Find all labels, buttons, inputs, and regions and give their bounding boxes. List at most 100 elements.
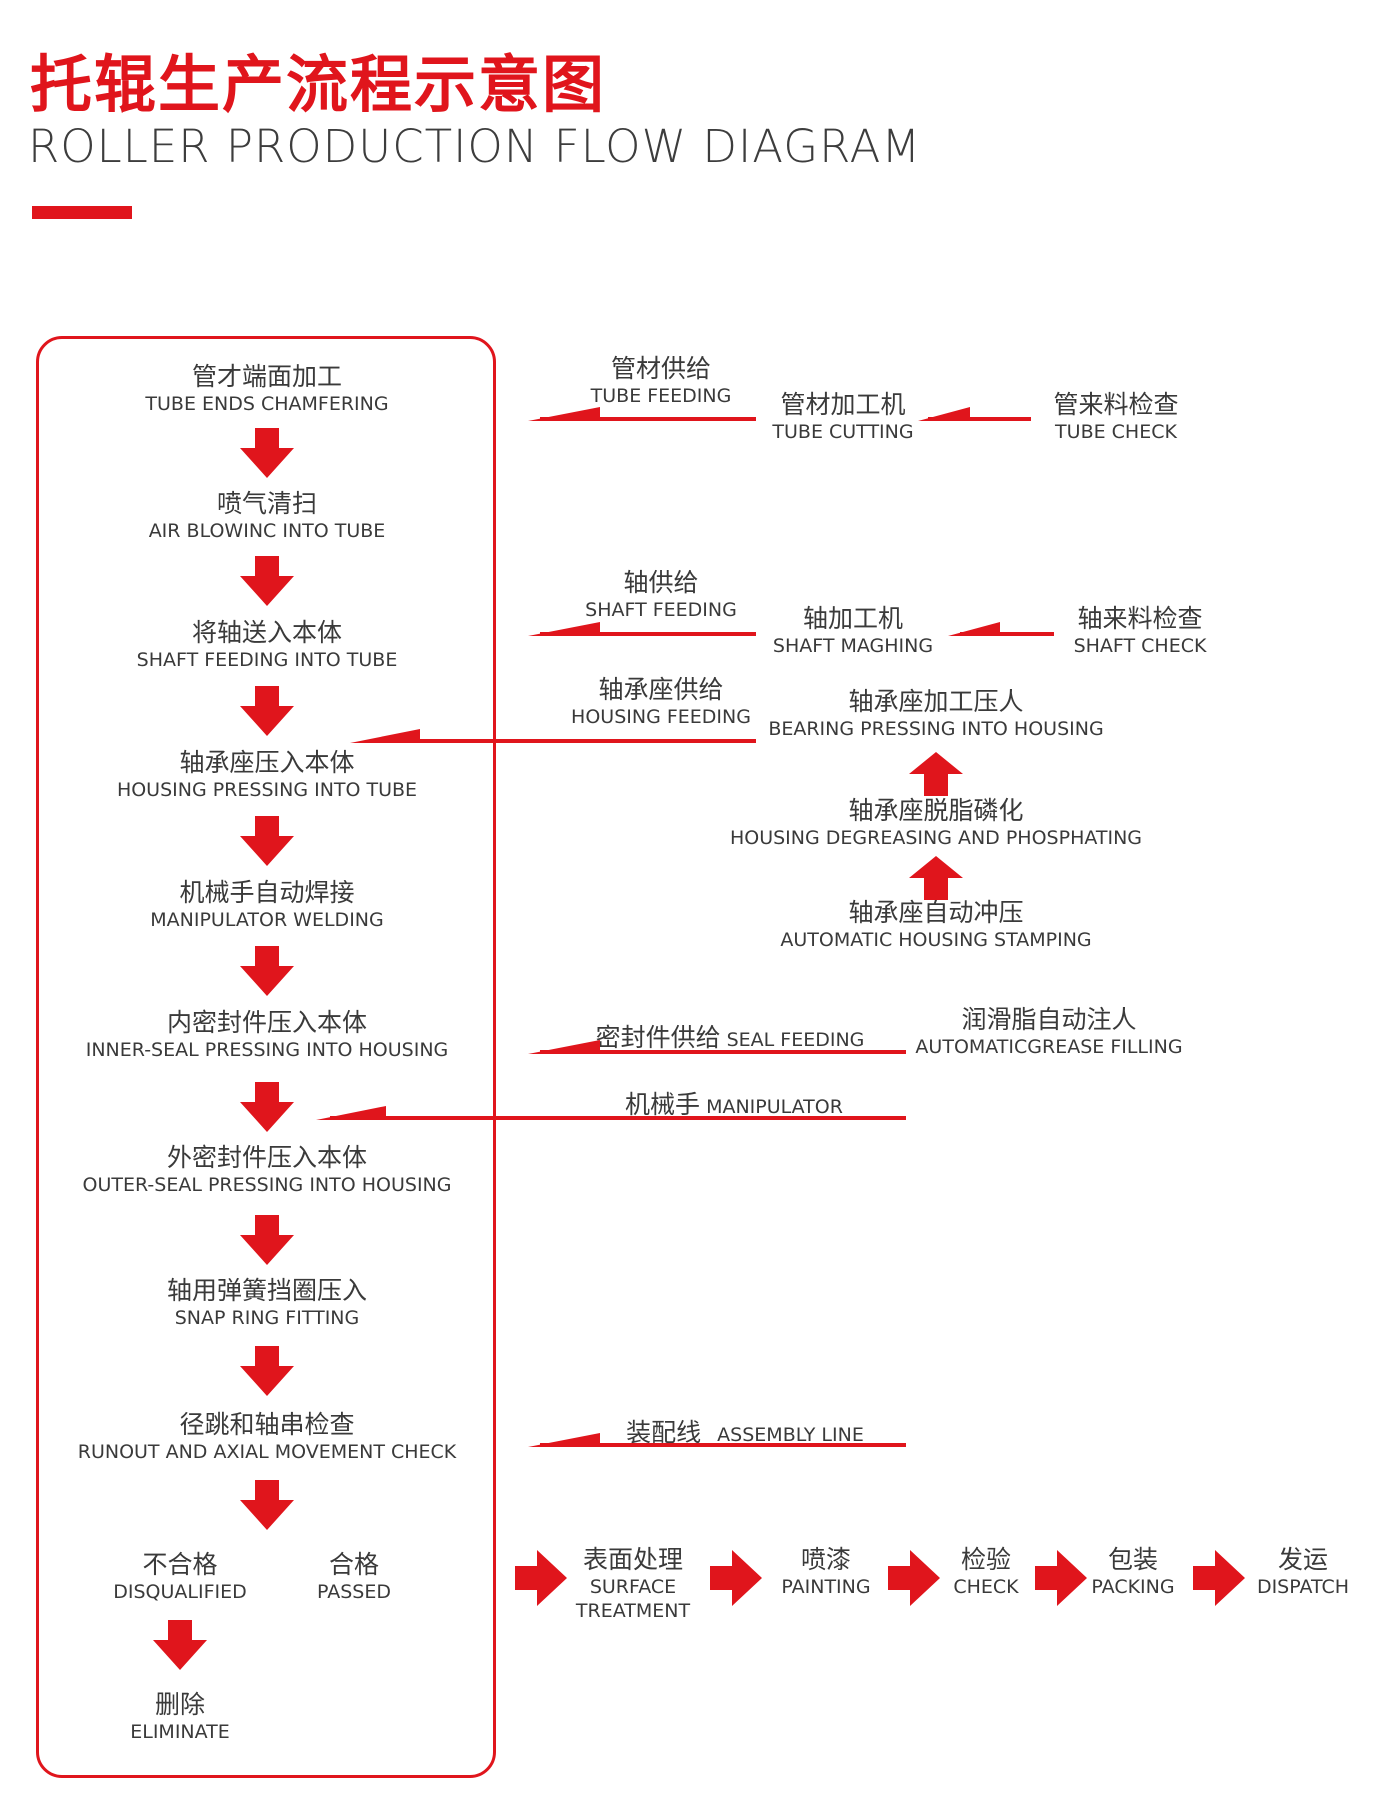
final-dispatch: 发运 DISPATCH — [1257, 1545, 1349, 1599]
step-outer-seal-pressing: 外密封件压入本体 OUTER-SEAL PRESSING INTO HOUSIN… — [83, 1143, 452, 1197]
step-housing-pressing-into-tube: 轴承座压入本体 HOUSING PRESSING INTO TUBE — [117, 748, 417, 802]
tube-cutting-en: TUBE CUTTING — [772, 421, 914, 443]
step-tube-ends-chamfering: 管才端面加工 TUBE ENDS CHAMFERING — [145, 362, 388, 416]
outcome-zh: 不合格 — [142, 1550, 218, 1579]
grease-filling-zh: 润滑脂自动注人 — [961, 1005, 1137, 1034]
bearing-pressing-en: BEARING PRESSING INTO HOUSING — [768, 718, 1104, 740]
up-arrow-icon — [909, 752, 963, 796]
shaft-feeding-zh: 轴供给 — [623, 568, 699, 597]
step-en: MANIPULATOR WELDING — [150, 909, 384, 931]
final-packing: 包装 PACKING — [1091, 1545, 1174, 1599]
step-zh: 喷气清扫 — [216, 489, 317, 518]
step-en: AIR BLOWINC INTO TUBE — [148, 520, 386, 542]
final-surface-treatment: 表面处理 SURFACE TREATMENT — [573, 1545, 693, 1623]
housing-degreasing-en: HOUSING DEGREASING AND PHOSPHATING — [729, 827, 1143, 849]
final-zh: 发运 — [1277, 1545, 1329, 1574]
final-zh: 包装 — [1107, 1545, 1159, 1574]
assembly-line-zh: 装配线 — [626, 1418, 702, 1447]
housing-feeding-zh: 轴承座供给 — [598, 675, 724, 704]
right-arrow-icon — [888, 1550, 940, 1606]
bearing-pressing: 轴承座加工压人 BEARING PRESSING INTO HOUSING — [768, 687, 1103, 741]
outcome-eliminate: 删除 ELIMINATE — [130, 1690, 230, 1744]
final-check: 检验 CHECK — [953, 1545, 1018, 1599]
final-en: PAINTING — [781, 1576, 871, 1598]
step-en: TUBE ENDS CHAMFERING — [145, 393, 389, 415]
housing-feeding-en: HOUSING FEEDING — [571, 706, 751, 728]
tube-feeding-en: TUBE FEEDING — [590, 385, 732, 407]
outcome-passed: 合格 PASSED — [317, 1550, 391, 1604]
shaft-machining-zh: 轴加工机 — [802, 604, 904, 633]
outcome-en: ELIMINATE — [130, 1721, 230, 1743]
shaft-feeding: 轴供给 SHAFT FEEDING — [585, 568, 737, 622]
housing-stamping-zh: 轴承座自动冲压 — [848, 898, 1024, 927]
tube-feeding: 管材供给 TUBE FEEDING — [591, 354, 732, 408]
final-zh: 表面处理 — [582, 1545, 683, 1574]
tube-cutting: 管材加工机 TUBE CUTTING — [772, 390, 913, 444]
bearing-pressing-zh: 轴承座加工压人 — [848, 687, 1024, 716]
shaft-machining-en: SHAFT MAGHING — [772, 635, 934, 657]
tube-cutting-zh: 管材加工机 — [780, 390, 906, 419]
title-zh: 托辊生产流程示意图 — [30, 48, 607, 121]
step-zh: 内密封件压入本体 — [166, 1008, 368, 1037]
final-en: PACKING — [1091, 1576, 1175, 1598]
main-process-panel — [36, 336, 496, 1778]
right-arrow-icon — [1193, 1550, 1245, 1606]
step-snap-ring-fitting: 轴用弹簧挡圈压入 SNAP RING FITTING — [167, 1276, 367, 1330]
step-en: SHAFT FEEDING INTO TUBE — [136, 649, 398, 671]
title-en: ROLLER PRODUCTION FLOW DIAGRAM — [28, 120, 922, 173]
tube-feeding-zh: 管材供给 — [610, 354, 712, 383]
step-zh: 机械手自动焊接 — [179, 878, 355, 907]
final-en: CHECK — [953, 1576, 1019, 1598]
step-zh: 管才端面加工 — [191, 362, 343, 391]
step-en: INNER-SEAL PRESSING INTO HOUSING — [85, 1039, 449, 1061]
manipulator-en: MANIPULATOR — [706, 1096, 843, 1118]
step-zh: 轴用弹簧挡圈压入 — [166, 1276, 368, 1305]
grease-filling-en: AUTOMATICGREASE FILLING — [915, 1036, 1183, 1058]
final-painting: 喷漆 PAINTING — [781, 1545, 870, 1599]
step-air-blowing: 喷气清扫 AIR BLOWINC INTO TUBE — [149, 489, 386, 543]
shaft-feeding-en: SHAFT FEEDING — [585, 599, 737, 621]
final-zh: 喷漆 — [800, 1545, 852, 1574]
final-zh: 检验 — [960, 1545, 1012, 1574]
right-arrow-icon — [1035, 1550, 1087, 1606]
right-arrow-icon — [515, 1550, 567, 1606]
grease-filling: 润滑脂自动注人 AUTOMATICGREASE FILLING — [915, 1005, 1182, 1059]
tube-check: 管来料检查 TUBE CHECK — [1053, 390, 1178, 444]
step-en: SNAP RING FITTING — [174, 1307, 360, 1329]
step-zh: 轴承座压入本体 — [179, 748, 355, 777]
outcome-en: PASSED — [317, 1581, 391, 1603]
seal-feeding-zh: 密封件供给 — [595, 1023, 721, 1052]
outcome-disqualified: 不合格 DISQUALIFIED — [113, 1550, 247, 1604]
step-runout-check: 径跳和轴串检查 RUNOUT AND AXIAL MOVEMENT CHECK — [78, 1410, 457, 1464]
seal-feeding-en: SEAL FEEDING — [726, 1029, 865, 1051]
shaft-check-en: SHAFT CHECK — [1073, 635, 1207, 657]
step-inner-seal-pressing: 内密封件压入本体 INNER-SEAL PRESSING INTO HOUSIN… — [86, 1008, 449, 1062]
tube-check-en: TUBE CHECK — [1055, 421, 1177, 443]
step-en: RUNOUT AND AXIAL MOVEMENT CHECK — [77, 1441, 457, 1463]
shaft-check-zh: 轴来料检查 — [1077, 604, 1203, 633]
step-shaft-feeding-into-tube: 将轴送入本体 SHAFT FEEDING INTO TUBE — [137, 618, 398, 672]
housing-degreasing: 轴承座脱脂磷化 HOUSING DEGREASING AND PHOSPHATI… — [730, 796, 1142, 850]
manipulator-zh: 机械手 — [625, 1090, 701, 1119]
up-arrow-icon — [909, 856, 963, 900]
shaft-check: 轴来料检查 SHAFT CHECK — [1074, 604, 1207, 658]
right-arrow-icon — [710, 1550, 762, 1606]
step-zh: 将轴送入本体 — [191, 618, 343, 647]
outcome-zh: 合格 — [328, 1550, 379, 1579]
outcome-en: DISQUALIFIED — [113, 1581, 247, 1603]
assembly-line-en: ASSEMBLY LINE — [717, 1424, 864, 1446]
final-en: DISPATCH — [1256, 1576, 1350, 1598]
step-manipulator-welding: 机械手自动焊接 MANIPULATOR WELDING — [150, 878, 383, 932]
assembly-line: 装配线 ASSEMBLY LINE — [626, 1413, 864, 1449]
title-underline — [32, 206, 132, 219]
housing-degreasing-zh: 轴承座脱脂磷化 — [848, 796, 1024, 825]
step-en: HOUSING PRESSING INTO TUBE — [116, 779, 418, 801]
housing-stamping: 轴承座自动冲压 AUTOMATIC HOUSING STAMPING — [780, 898, 1091, 952]
step-en: OUTER-SEAL PRESSING INTO HOUSING — [82, 1174, 452, 1196]
final-en: SURFACE TREATMENT — [575, 1576, 691, 1622]
step-zh: 外密封件压入本体 — [166, 1143, 368, 1172]
step-zh: 径跳和轴串检查 — [179, 1410, 355, 1439]
tube-check-zh: 管来料检查 — [1053, 390, 1179, 419]
